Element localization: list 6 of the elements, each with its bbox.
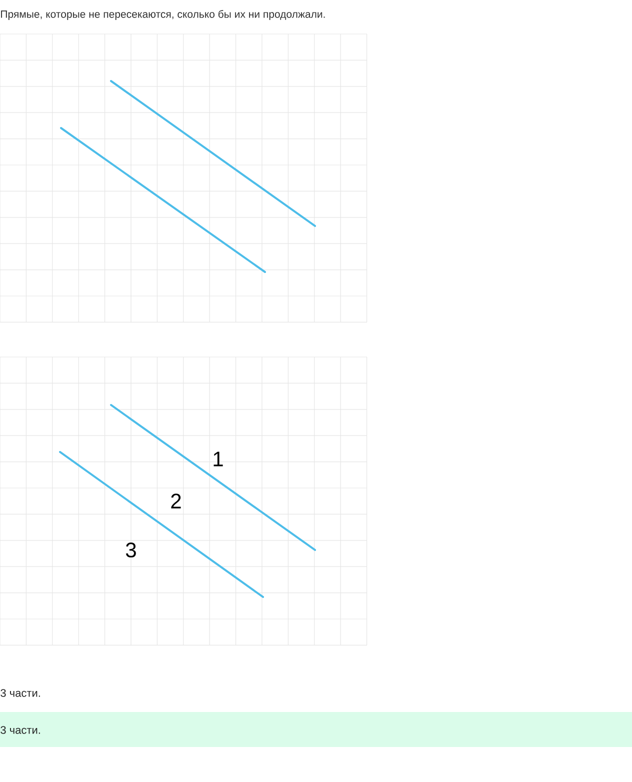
region-number: 1	[214, 452, 223, 466]
answer-text: 3 части.	[0, 689, 40, 697]
region-number: 3	[126, 542, 136, 558]
title: Прямые, которые не пересекаются, сколько бы их ни продолжали.	[1, 10, 325, 20]
region-number: 2	[171, 494, 181, 508]
answer-band: 3 части.	[0, 712, 632, 747]
